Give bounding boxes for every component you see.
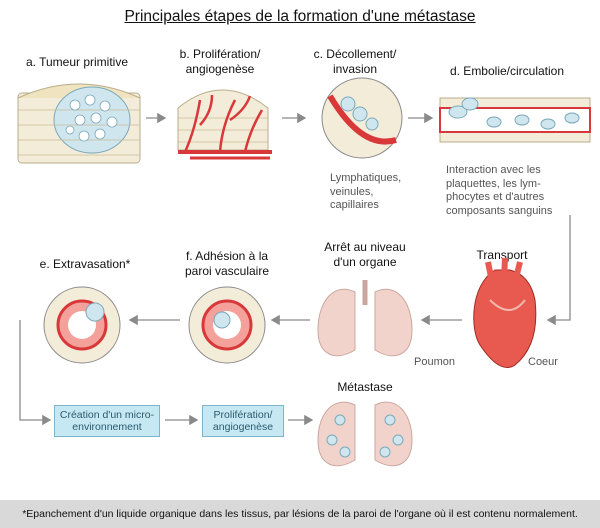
adhesion-illustration bbox=[188, 286, 266, 364]
step-c-line2: invasion bbox=[332, 62, 378, 76]
interaction-note-line4: composants sanguins bbox=[446, 204, 553, 217]
diagram-title: Principales étapes de la formation d'une… bbox=[124, 8, 476, 25]
arrest-line2: d'un organe bbox=[333, 255, 397, 269]
lung-label: Poumon bbox=[414, 356, 455, 368]
step-c-label: c. Décollement/ invasion bbox=[300, 47, 410, 77]
heart-illustration bbox=[473, 257, 537, 368]
metastasis-label: Métastase bbox=[337, 380, 393, 394]
angiogenesis-illustration bbox=[177, 89, 272, 160]
footnote-text: *Epanchement d'un liquide organique dans… bbox=[22, 508, 578, 520]
interaction-note-line2: plaquettes, les lym- bbox=[446, 177, 541, 190]
footnote-bar: *Epanchement d'un liquide organique dans… bbox=[0, 500, 600, 528]
interaction-note-line1: Interaction avec les bbox=[446, 164, 541, 176]
step-b-line1: b. Prolifération/ bbox=[179, 47, 261, 61]
extravasation-illustration bbox=[43, 286, 121, 364]
invasion-illustration bbox=[321, 77, 403, 159]
microenvironment-box: Création d'un micro- environnement bbox=[54, 405, 160, 437]
vessels-note-line3: capillaires bbox=[330, 199, 379, 211]
step-a-label: a. Tumeur primitive bbox=[25, 55, 129, 69]
vessels-note-line1: Lymphatiques, bbox=[330, 172, 402, 184]
step-e-label: e. Extravasation* bbox=[39, 257, 131, 271]
arrest-line1: Arrêt au niveau bbox=[324, 240, 406, 254]
step-f-label: f. Adhésion à la paroi vasculaire bbox=[172, 249, 282, 279]
prolif-box-line2: angiogenèse bbox=[212, 421, 274, 433]
flow-arrows bbox=[19, 112, 571, 426]
microenv-line1: Création d'un micro- bbox=[59, 409, 155, 421]
metastasis-lungs-illustration bbox=[317, 401, 413, 467]
transport-label: Transport bbox=[476, 248, 528, 262]
interaction-note: Interaction avec les plaquettes, les lym… bbox=[446, 164, 586, 218]
primary-tumor-illustration bbox=[17, 83, 141, 164]
step-b-label: b. Prolifération/ angiogenèse bbox=[165, 47, 275, 77]
step-c-line1: c. Décollement/ bbox=[313, 47, 397, 61]
arrest-label: Arrêt au niveau d'un organe bbox=[300, 240, 430, 270]
vessels-note: Lymphatiques, veinules, capillaires bbox=[330, 172, 420, 213]
vessels-note-line2: veinules, bbox=[330, 185, 374, 198]
step-f-line1: f. Adhésion à la bbox=[185, 249, 269, 263]
step-d-label: d. Embolie/circulation bbox=[449, 64, 565, 78]
prolif-box-line1: Prolifération/ bbox=[213, 409, 273, 421]
interaction-note-line3: phocytes et d'autres bbox=[446, 191, 545, 203]
microenv-line2: environnement bbox=[72, 421, 142, 433]
vessel-illustration bbox=[439, 97, 591, 143]
lungs-illustration bbox=[317, 280, 413, 357]
heart-label: Coeur bbox=[528, 356, 558, 368]
proliferation-box: Prolifération/ angiogenèse bbox=[202, 405, 284, 437]
illustrations bbox=[17, 77, 591, 467]
step-b-line2: angiogenèse bbox=[185, 62, 255, 76]
step-f-line2: paroi vasculaire bbox=[184, 264, 270, 278]
